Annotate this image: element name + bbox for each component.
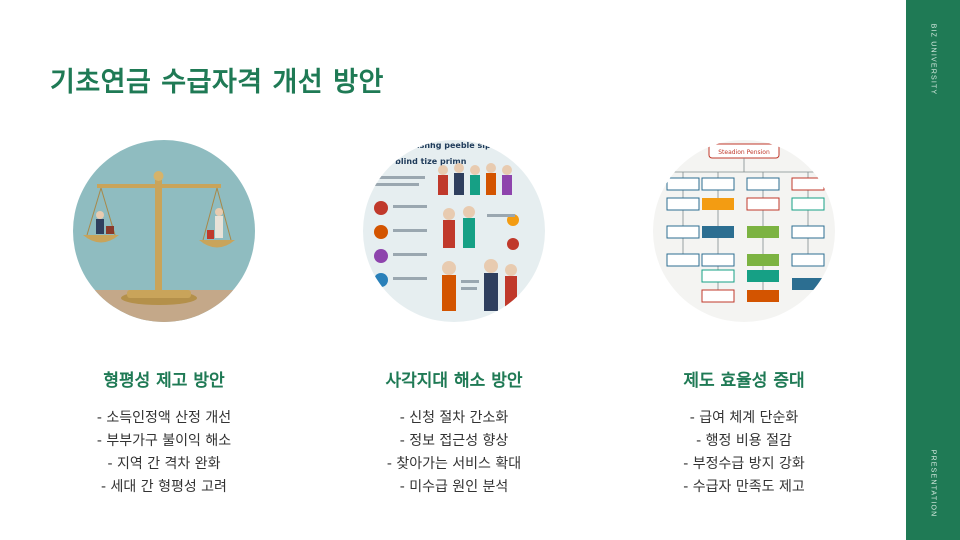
sidebar-top-label: BIZ UNIVERSITY xyxy=(929,23,937,96)
item-list: - 급여 체계 단순화 - 행정 비용 절감 - 부정수급 방지 강화 - 수급… xyxy=(624,407,864,499)
column-title: 사각지대 해소 방안 xyxy=(385,371,523,391)
list-item: - 신청 절차 간소화 xyxy=(399,410,509,426)
item-list: - 신청 절차 간소화 - 정보 접근성 향상 - 찾아가는 서비스 확대 - … xyxy=(334,407,574,499)
page-title: 기초연금 수급자격 개선 방안 xyxy=(50,67,384,98)
list-item: - 세대 간 형평성 고려 xyxy=(101,479,227,495)
column-title: 제도 효율성 증대 xyxy=(683,371,805,391)
list-item: - 지역 간 격차 완화 xyxy=(107,456,221,472)
column-blindspot: ly perisnhg peeble slp sldeasone for ain… xyxy=(334,140,574,499)
list-item: - 부부가구 불이익 해소 xyxy=(96,433,232,449)
balance-scale-image xyxy=(73,140,255,322)
list-item: - 미수급 원인 분석 xyxy=(399,479,509,495)
list-item: - 부정수급 방지 강화 xyxy=(683,456,805,472)
infographic-illustration: ly perisnhg peeble slp sldeasone for ain… xyxy=(363,140,545,322)
list-item: - 수급자 만족도 제고 xyxy=(683,479,805,495)
sidebar-bottom-label: PRESENTATION xyxy=(929,449,937,518)
sidebar: BIZ UNIVERSITY PRESENTATION xyxy=(906,0,960,540)
elderly-infographic-image: ly perisnhg peeble slp sldeasone for ain… xyxy=(363,140,545,322)
column-efficiency: Steadion Pension xyxy=(624,140,864,499)
balance-scale-illustration xyxy=(73,140,255,322)
column-equity: 형평성 제고 방안 - 소득인정액 산정 개선 - 부부가구 불이익 해소 - … xyxy=(44,140,284,499)
list-item: - 급여 체계 단순화 xyxy=(689,410,799,426)
infographic-heading: ly perisnhg peeble slp sldeasone for ain… xyxy=(391,141,545,150)
column-title: 형평성 제고 방안 xyxy=(103,371,225,391)
list-item: - 찾아가는 서비스 확대 xyxy=(386,456,522,472)
list-item: - 행정 비용 절감 xyxy=(696,433,792,449)
list-item: - 정보 접근성 향상 xyxy=(399,433,509,449)
flowchart-image: Steadion Pension xyxy=(653,140,835,322)
flowchart-illustration: Steadion Pension xyxy=(653,140,835,322)
flowchart-top-label: Steadion Pension xyxy=(718,149,770,156)
infographic-subheading: er blind tize primn xyxy=(383,157,467,166)
item-list: - 소득인정액 산정 개선 - 부부가구 불이익 해소 - 지역 간 격차 완화… xyxy=(44,407,284,499)
list-item: - 소득인정액 산정 개선 xyxy=(96,410,232,426)
